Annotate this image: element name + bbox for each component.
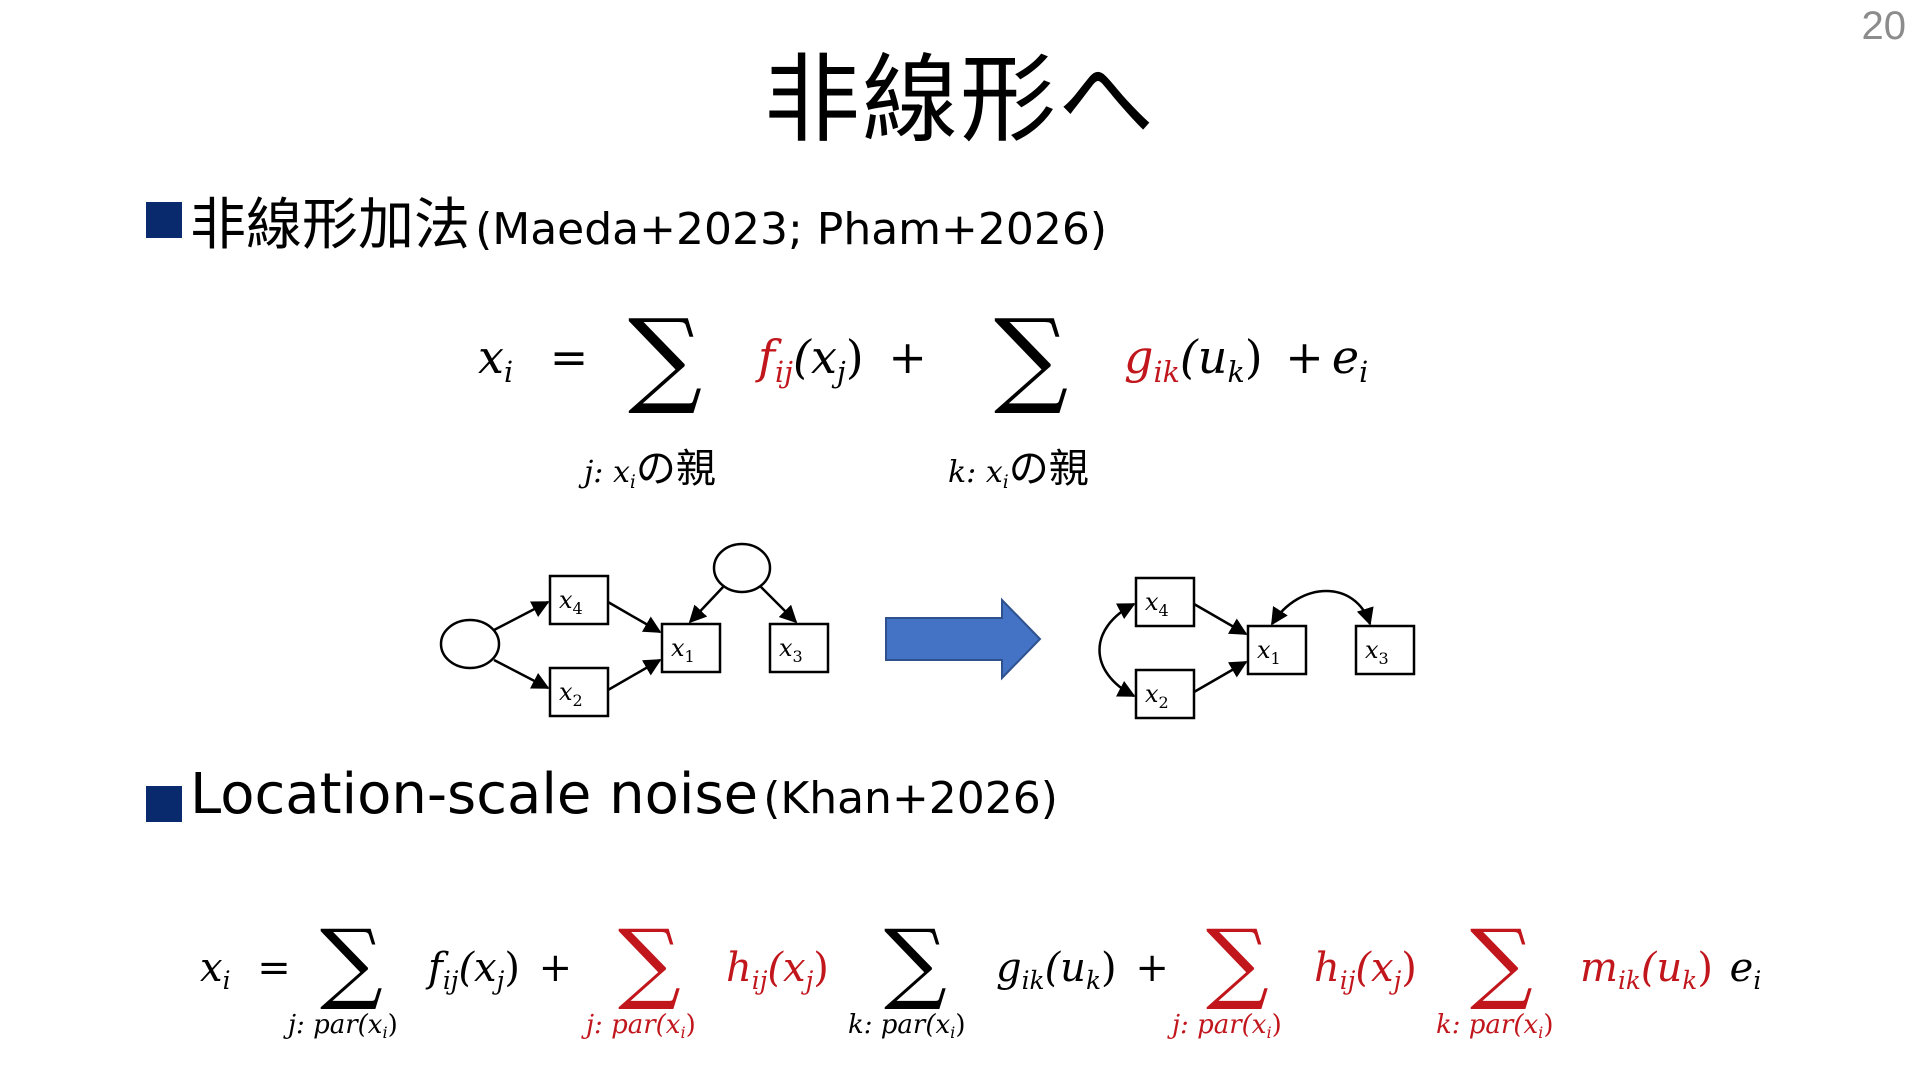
node-x3-right <box>1354 624 1416 676</box>
node-x3-right-label: x3 <box>1365 636 1389 668</box>
eq2-sum5-sigma: ∑ <box>1470 910 1533 1013</box>
node-x4-right-label: x4 <box>1145 588 1169 620</box>
eq2-x: x <box>200 945 223 991</box>
slide-title: 非線形へ <box>764 44 1156 156</box>
eq1-lhs-sub: i <box>503 356 514 390</box>
eq1-g-sub: ik <box>1153 356 1180 390</box>
bullet-square-icon <box>146 202 182 238</box>
eq2-x-sub: i <box>222 965 231 995</box>
edge-x2-x1-right <box>1193 660 1248 694</box>
node-x3-left-label: x3 <box>779 634 803 666</box>
eq2-sum4-index: j: par(xi) <box>1172 1010 1282 1043</box>
eq2-sum1-sigma: ∑ <box>320 910 383 1013</box>
eq1-lhs: x <box>478 330 504 384</box>
edge-latent-x2 <box>493 658 550 690</box>
eq1-f-sub: ij <box>775 356 793 390</box>
transform-arrow-icon <box>885 597 1042 681</box>
node-x1-left <box>660 622 722 674</box>
eq1-f-arg-close: ) <box>845 330 864 384</box>
eq2-term-f: fij(xj) + <box>428 945 573 995</box>
edge-latent-x4 <box>493 600 550 632</box>
section1-citation: (Maeda+2023; Pham+2026) <box>475 204 1108 255</box>
eq1-f: f <box>758 330 776 384</box>
latent-node-left <box>439 618 501 670</box>
node-x2-right <box>1134 668 1196 720</box>
eq1-sum2-index-suffix: の親 <box>1008 446 1089 492</box>
eq2-sum3-sigma: ∑ <box>884 910 947 1013</box>
eq2-lhs: xi = <box>200 945 291 995</box>
node-x3-left <box>768 622 830 674</box>
eq1-term2: gik(uk) +ei <box>1124 330 1368 389</box>
eq1-sum1-sigma: ∑ <box>628 296 703 418</box>
eq2-term-m: mik(uk) ei <box>1580 945 1762 995</box>
eq1-noise-sub: i <box>1359 356 1369 390</box>
equation-nonlinear-additive: xi = <box>478 330 610 389</box>
eq1-sum2-sigma: ∑ <box>994 296 1069 418</box>
eq2-term-h2: hij(xj) <box>1314 945 1417 995</box>
eq2-sum3-index: k: par(xi) <box>848 1010 966 1043</box>
eq1-g-arg-open: (u <box>1179 330 1228 384</box>
bidirected-edge-x4-x2 <box>1098 602 1136 698</box>
node-x1-right-label: x1 <box>1257 636 1281 668</box>
bullet-square-icon <box>146 786 182 822</box>
node-x2-left <box>548 666 610 718</box>
eq1-sum2-index-prefix: k: x <box>948 455 1003 490</box>
eq1-sum2-index: k: xiの親 <box>948 436 1089 494</box>
eq2-sum5-index: k: par(xi) <box>1436 1010 1554 1043</box>
eq2-sum4-sigma: ∑ <box>1206 910 1269 1013</box>
eq1-g: g <box>1124 330 1154 384</box>
eq1-equals: = <box>549 330 589 384</box>
eq1-g-arg-sub: k <box>1227 356 1245 390</box>
node-x4-left <box>548 574 610 626</box>
eq2-sum1-index: j: par(xi) <box>288 1010 398 1043</box>
bidirected-edge-x1-x3 <box>1270 589 1374 626</box>
section1-title: 非線形加法 <box>190 193 470 258</box>
edge-x2-x1 <box>607 658 662 692</box>
page-number: 20 <box>1861 4 1907 48</box>
section2-heading: Location-scale noise (Khan+2026) <box>190 762 1058 827</box>
section2-title: Location-scale noise <box>190 762 759 827</box>
node-x4-left-label: x4 <box>559 586 583 618</box>
edge-x4-x1 <box>607 600 662 634</box>
eq2-term-h1: hij(xj) <box>726 945 829 995</box>
eq1-sum1-index-suffix: の親 <box>635 446 716 492</box>
eq1-plus: + <box>888 330 927 384</box>
eq2-sum2-sigma: ∑ <box>618 910 681 1013</box>
section2-citation: (Khan+2026) <box>763 773 1058 824</box>
edge-latent-x1 <box>688 585 725 624</box>
eq2-term-g: gik(uk) + <box>996 945 1169 995</box>
edge-latent-x3 <box>759 585 798 624</box>
eq1-sum1-index-prefix: j: x <box>584 455 630 490</box>
eq1-plus2: + <box>1285 330 1324 384</box>
eq1-g-arg-close: ) <box>1244 330 1263 384</box>
node-x1-right <box>1246 624 1308 676</box>
node-x2-left-label: x2 <box>559 678 583 710</box>
eq1-sum1-index: j: xiの親 <box>584 436 716 494</box>
eq1-term1: fij(xj) + <box>758 330 927 389</box>
edge-x4-x1-right <box>1193 602 1248 636</box>
eq2-equals: = <box>257 945 291 991</box>
eq1-sum2-index-sub: i <box>1002 471 1009 493</box>
node-x2-right-label: x2 <box>1145 680 1169 712</box>
eq1-f-arg-open: (x <box>793 330 837 384</box>
section1-heading: 非線形加法 (Maeda+2023; Pham+2026) <box>190 180 1107 261</box>
eq1-sum1-index-sub: i <box>629 471 636 493</box>
eq2-sum2-index: j: par(xi) <box>586 1010 696 1043</box>
eq1-f-arg-sub: j <box>836 356 846 390</box>
eq1-noise: e <box>1331 330 1360 384</box>
node-x1-left-label: x1 <box>671 634 695 666</box>
latent-node-top <box>712 542 772 594</box>
node-x4-right <box>1134 576 1196 628</box>
